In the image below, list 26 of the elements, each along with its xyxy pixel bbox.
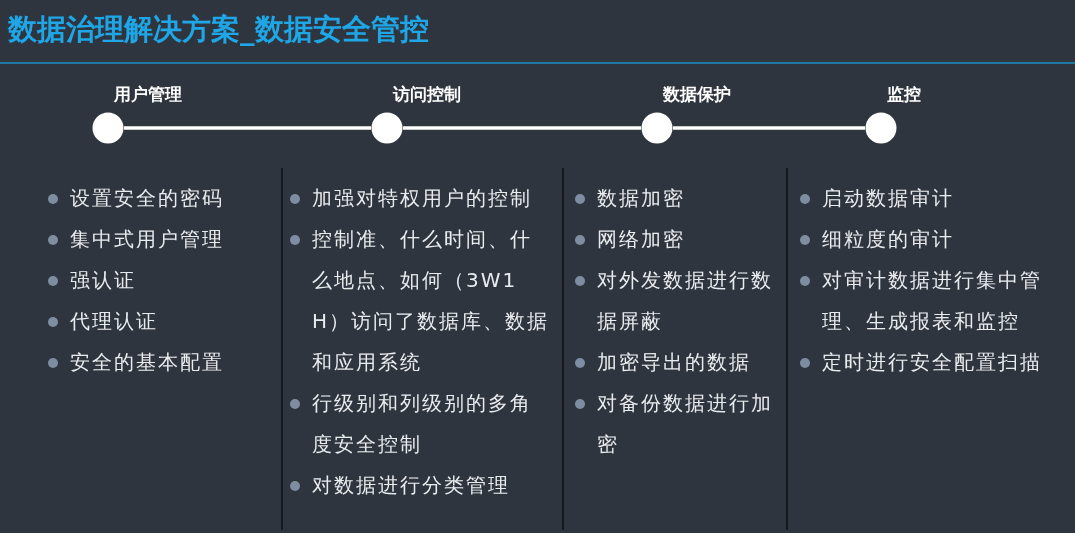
list-item-text: 数据加密 <box>597 186 685 210</box>
timeline-line <box>673 126 865 130</box>
stage-label: 用户管理 <box>114 83 182 106</box>
stage-label: 数据保护 <box>663 83 731 106</box>
title: 数据治理解决方案_数据安全管控 <box>8 11 429 48</box>
list-item-text: 对审计数据进行集中管理、生成报表和监控 <box>822 268 1042 333</box>
timeline-line <box>124 126 371 130</box>
list-item-text: 加密导出的数据 <box>597 350 751 374</box>
list-item-text: 细粒度的审计 <box>822 227 954 251</box>
list-item-text: 对数据进行分类管理 <box>312 473 510 497</box>
list-item-text: 强认证 <box>70 268 136 292</box>
list-item-text: 集中式用户管理 <box>70 227 224 251</box>
list-item-text: 对备份数据进行加密 <box>597 391 773 456</box>
list-item-text: 加强对特权用户的控制 <box>312 186 532 210</box>
list-item-text: 启动数据审计 <box>822 186 954 210</box>
stage-label: 监控 <box>887 83 921 106</box>
list-item-text: 安全的基本配置 <box>70 350 224 374</box>
list-item-text: 网络加密 <box>597 227 685 251</box>
list-item-text: 代理认证 <box>70 309 158 333</box>
list-item-text: 对外发数据进行数据屏蔽 <box>597 268 773 333</box>
list-item-text: 设置安全的密码 <box>70 186 224 210</box>
list-item-text: 定时进行安全配置扫描 <box>822 350 1042 374</box>
stage-label: 访问控制 <box>393 83 461 106</box>
list-item-text: 控制准、什么时间、什么地点、如何（3W1H）访问了数据库、数据和应用系统 <box>312 227 550 374</box>
timeline-line <box>403 126 641 130</box>
list-item-text: 行级别和列级别的多角度安全控制 <box>312 391 532 456</box>
